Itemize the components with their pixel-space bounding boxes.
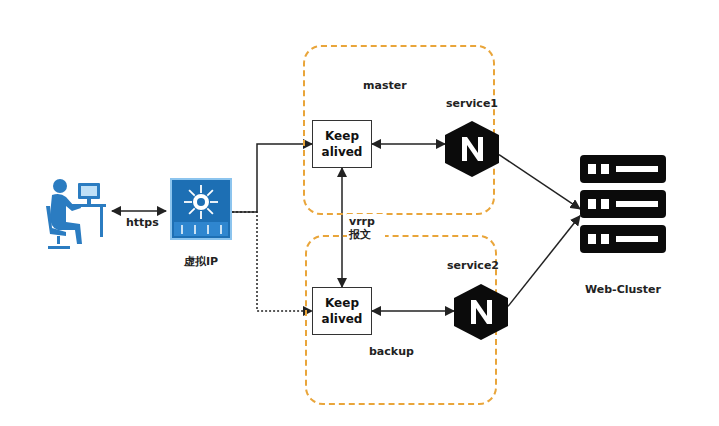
switch-ray <box>207 208 213 214</box>
nginx-hexagon <box>445 121 499 177</box>
server-light <box>588 164 596 174</box>
connector <box>372 310 454 312</box>
switch-ray <box>210 201 218 203</box>
edge-label: vrrp 报文 <box>347 214 385 242</box>
box-label: Keep alived <box>319 128 365 160</box>
chair-base <box>48 246 70 249</box>
chair-post <box>57 236 60 244</box>
node-heading: 虚拟IP <box>184 254 218 269</box>
switch-ray <box>184 201 192 203</box>
keepalived-box: Keep alived <box>312 287 372 335</box>
switch-ray <box>207 190 213 196</box>
connector <box>372 143 445 145</box>
head <box>53 179 67 193</box>
switch-ray <box>200 185 202 193</box>
connector <box>341 168 343 287</box>
group-region: masterKeep alived service1 <box>303 45 495 215</box>
server-unit <box>580 190 666 218</box>
nginx-logo-mark <box>471 300 492 324</box>
switch-port <box>181 225 183 234</box>
desk-leg <box>100 207 103 237</box>
user-icon <box>46 179 106 249</box>
link-label: https <box>126 216 159 229</box>
box-label: Keep alived <box>319 295 365 327</box>
monitor <box>78 183 100 199</box>
server-light <box>588 199 596 209</box>
connector <box>232 144 312 212</box>
switch-port <box>194 225 196 234</box>
monitor-stand <box>87 199 91 204</box>
switch-ray <box>189 208 195 214</box>
chair <box>46 206 66 236</box>
switch-ray <box>200 211 202 219</box>
switch-icon <box>170 178 232 240</box>
https-link <box>112 210 166 212</box>
server-unit <box>580 225 666 253</box>
server-light <box>601 164 609 174</box>
node-heading: Web-Cluster <box>585 283 661 296</box>
server-unit <box>580 155 666 183</box>
switch-hub <box>193 194 209 210</box>
body <box>50 194 82 244</box>
group-region: backup Keep alived service2 <box>305 235 497 405</box>
web-cluster-node: Web-Cluster <box>580 155 666 253</box>
hexagon-outline <box>445 121 499 177</box>
switch-body <box>171 179 231 239</box>
nginx-node: service2 <box>454 284 508 340</box>
switch-port <box>220 225 222 234</box>
nginx-node: service1 <box>445 121 499 177</box>
switch-hub-core <box>197 198 205 206</box>
keepalived-box: Keep alived <box>312 120 372 168</box>
virtual-ip-node: 虚拟IP <box>170 178 232 240</box>
server-slot <box>616 201 658 207</box>
connector <box>232 212 312 311</box>
nginx-hexagon <box>454 284 508 340</box>
screen <box>81 186 97 196</box>
node-heading: master <box>363 79 407 92</box>
node-heading: backup <box>369 345 414 358</box>
server-stack-icon <box>580 155 666 253</box>
server-slot <box>616 166 658 172</box>
node-heading: service1 <box>446 97 498 110</box>
server-light <box>588 234 596 244</box>
connector <box>508 216 580 307</box>
hexagon-outline <box>454 284 508 340</box>
server-light <box>601 234 609 244</box>
node-heading: service2 <box>447 259 499 272</box>
server-slot <box>616 236 658 242</box>
switch-port <box>207 225 209 234</box>
server-light <box>601 199 609 209</box>
nginx-logo-mark <box>462 137 483 161</box>
switch-front <box>174 222 228 236</box>
switch-ray <box>189 190 195 196</box>
connector <box>499 155 580 209</box>
